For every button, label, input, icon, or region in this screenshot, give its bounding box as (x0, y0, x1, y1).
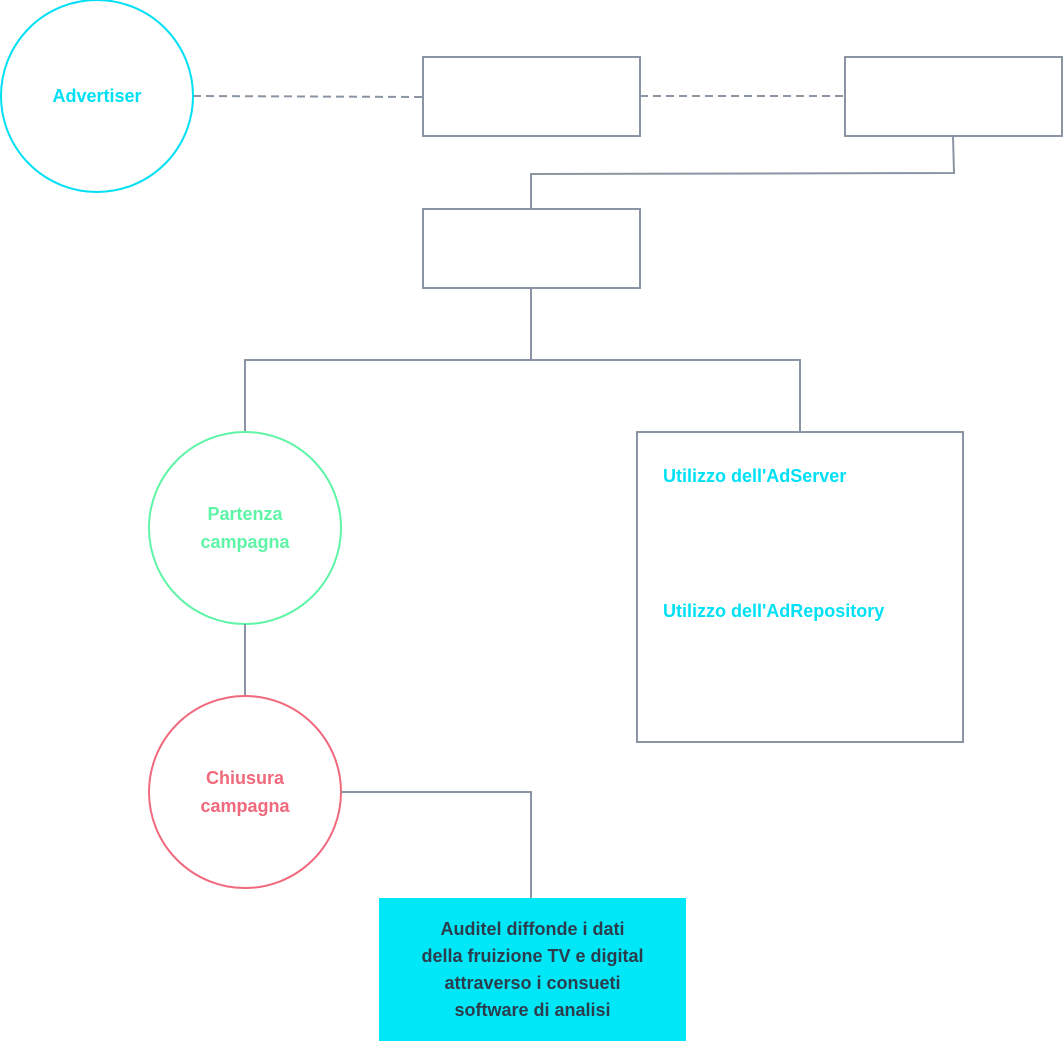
advertiser-label: Advertiser (52, 86, 142, 106)
empty-box-3 (422, 208, 641, 289)
advertiser-circle (0, 0, 194, 193)
connector-branch (244, 359, 801, 432)
tools-item-adserver: Utilizzo dell'AdServer (663, 466, 847, 486)
tools-box (636, 431, 964, 743)
end-campaign-label: Chiusura campagna (200, 768, 290, 816)
dashed-connector-advertiser-box1 (192, 95, 424, 98)
empty-box-2 (844, 56, 1063, 137)
connector-box2-box3 (530, 135, 956, 209)
start-campaign-label: Partenza campagna (200, 504, 290, 552)
output-text: Auditel diffonde i dati della fruizione … (421, 918, 644, 1020)
connector-end-output (341, 791, 532, 898)
output-box: Auditel diffonde i dati della fruizione … (379, 898, 686, 1041)
empty-box-1 (422, 56, 641, 137)
tools-item-adrepository: Utilizzo dell'AdRepository (663, 601, 885, 621)
